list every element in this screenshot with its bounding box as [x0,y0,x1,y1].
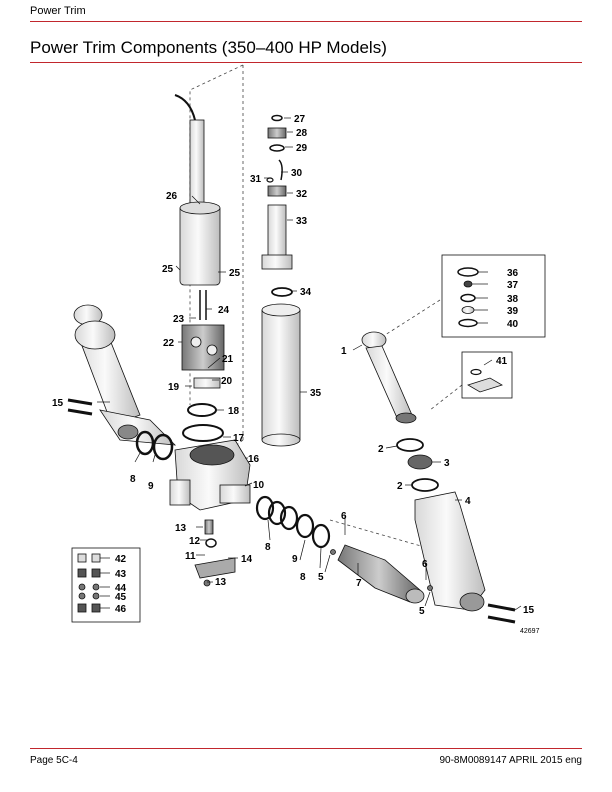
callout-label: 1 [341,346,347,357]
callout-label: 29 [296,143,308,154]
callout-label: 32 [296,189,308,200]
callout-leaders [97,117,522,611]
callout-label: 7 [356,578,362,589]
seal-rings-left [135,430,174,461]
callout-label: 3 [444,458,450,469]
callout-label: 43 [115,569,127,580]
center-stack [261,114,293,297]
footer-page: Page 5C-4 [30,755,78,766]
callout-label: 9 [148,481,154,492]
callout-label: 28 [296,128,308,139]
callout-label: 13 [175,523,187,534]
callout-label: 13 [215,577,227,588]
right-trim-cylinder [414,491,486,612]
trim-motor [174,94,221,286]
trim-pump [181,324,225,389]
callout-label: 35 [310,388,322,399]
callout-label: 26 [166,191,178,202]
kit-box-41 [461,351,513,399]
footer-doc: 90-8M0089147 APRIL 2015 eng [439,755,582,766]
callout-label: 17 [233,433,245,444]
illustration-number: 42697 [520,628,540,635]
header-rule [30,21,582,22]
callout-label: 33 [296,216,308,227]
callout-label: 2 [397,481,403,492]
page-title: Power Trim Components (350–400 HP Models… [30,38,387,57]
callout-label: 30 [291,168,303,179]
callout-label: 22 [163,338,175,349]
callout-label: 42 [115,554,127,565]
callout-label: 6 [422,559,428,570]
callout-label: 34 [300,287,312,298]
callout-label: 18 [228,406,240,417]
callout-label: 12 [189,536,201,547]
callout-label: 38 [507,294,519,305]
callout-label: 41 [496,356,508,367]
callout-label: 10 [253,480,265,491]
callout-label: 8 [130,474,136,485]
callout-label: 25 [229,268,241,279]
callout-label: 45 [115,592,127,603]
callout-label: 8 [300,572,306,583]
callout-label: 19 [168,382,180,393]
callout-label: 37 [507,280,519,291]
callout-label: 9 [292,554,298,565]
callout-labels: 1 2 2 3 4 5 5 6 6 7 8 8 8 9 9 10 11 12 1… [52,114,540,635]
center-shaft [337,544,425,604]
seal-kit-box [441,254,546,338]
callout-label: 21 [222,354,234,365]
right-trim-rod [361,331,417,424]
section-header: Power Trim [30,5,86,17]
callout-label: 15 [523,605,535,616]
callout-label: 25 [162,264,174,275]
callout-label: 5 [318,572,324,583]
callout-label: 2 [378,444,384,455]
callout-label: 8 [265,542,271,553]
footer-rule [30,748,582,749]
callout-label: 44 [115,583,127,594]
callout-label: 36 [507,268,519,279]
callout-label: 6 [341,511,347,522]
callout-label: 20 [221,376,233,387]
callout-label: 40 [507,319,519,330]
callout-label: 5 [419,606,425,617]
callout-label: 14 [241,554,253,565]
title-rule [30,62,582,63]
callout-label: 16 [248,454,260,465]
callout-label: 46 [115,604,127,615]
callout-label: 4 [465,496,471,507]
callout-label: 24 [218,305,230,316]
trim-manifold [169,439,251,511]
left-trim-cylinder [73,304,177,446]
reservoir-tube [261,303,301,447]
callout-label: 31 [250,174,262,185]
callout-label: 15 [52,398,64,409]
callout-label: 27 [294,114,306,125]
callout-label: 11 [185,551,196,562]
callout-label: 39 [507,306,519,317]
callout-label: 23 [173,314,185,325]
fastener-kit-box [71,547,141,623]
